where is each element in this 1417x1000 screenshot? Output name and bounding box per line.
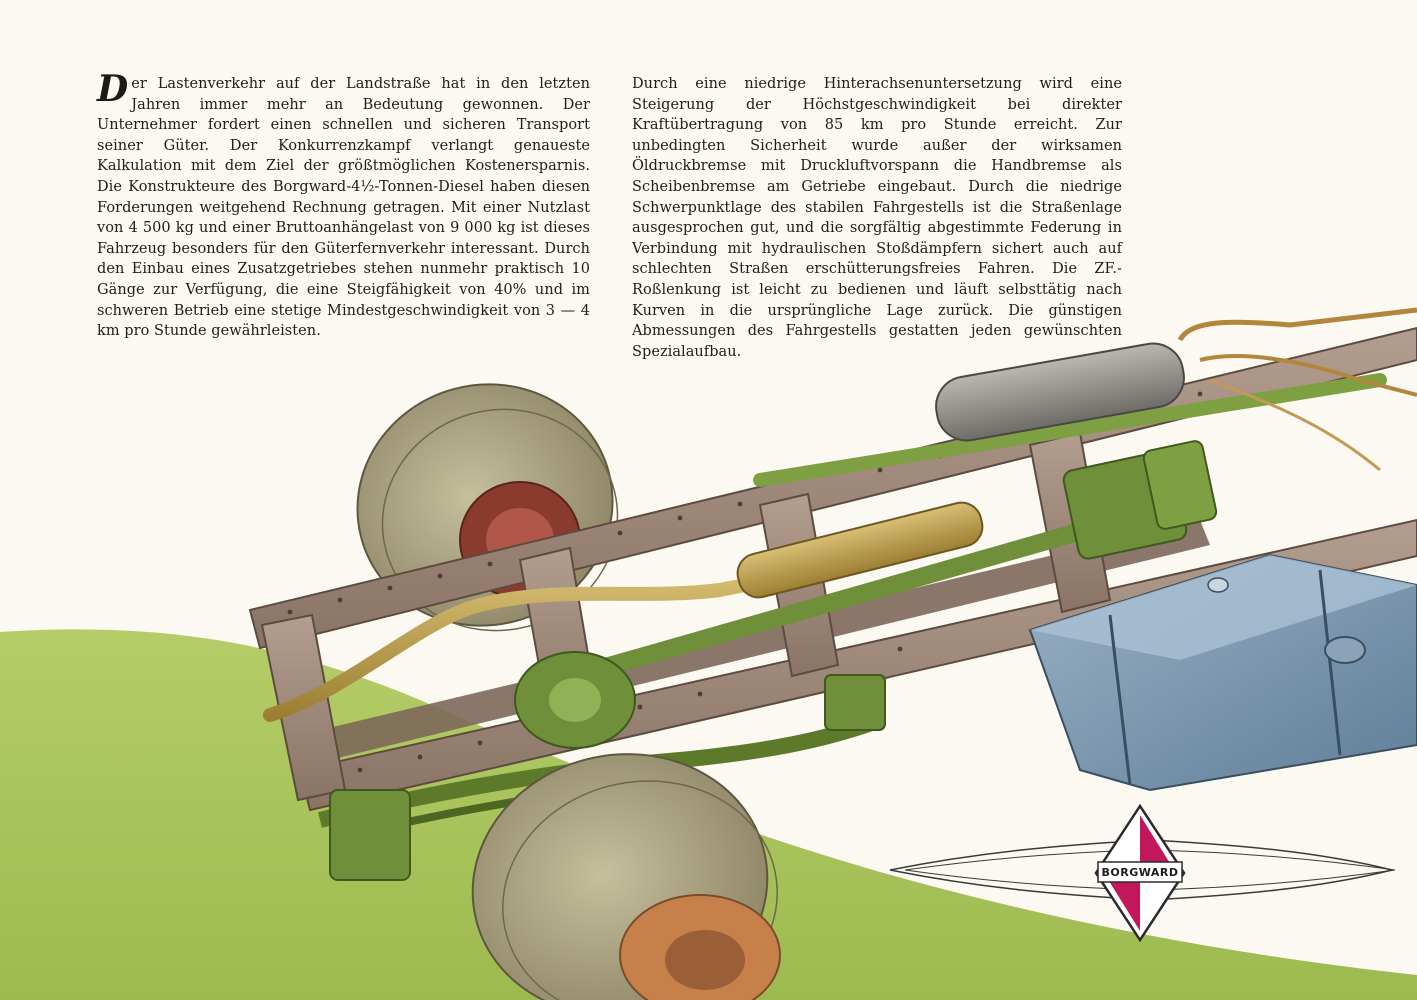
logo-label: BORGWARD <box>1101 866 1179 879</box>
left-column-text: er Lastenverkehr auf der Landstraße hat … <box>97 76 590 340</box>
text-column-right: Durch eine niedrige Hinterachsenunterset… <box>632 74 1122 362</box>
wheel-rear-near <box>471 753 781 1000</box>
right-column-text: Durch eine niedrige Hinterachsenunterset… <box>632 76 1122 360</box>
steering-linkage <box>263 563 827 722</box>
air-reservoir <box>935 307 1417 472</box>
borgward-logo <box>889 803 1396 943</box>
dropcap: D <box>97 68 129 110</box>
fuel-tank <box>1028 553 1417 792</box>
drivetrain <box>318 373 1387 881</box>
shock-absorber <box>736 501 984 599</box>
